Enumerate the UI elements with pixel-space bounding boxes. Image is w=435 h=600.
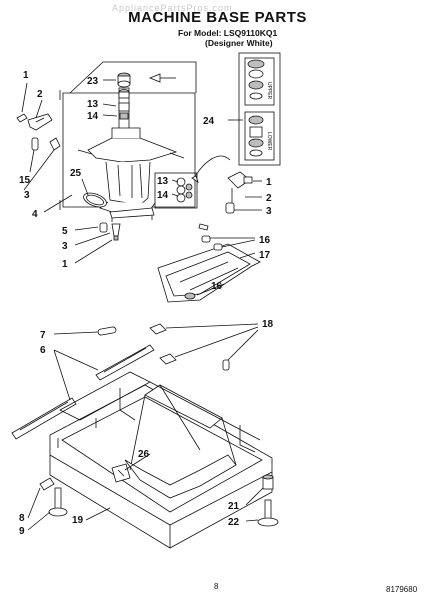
callout-13-top: 13 (87, 99, 99, 110)
callout-18: 18 (262, 319, 274, 330)
callout-16-top: 16 (259, 235, 271, 246)
callout-9: 9 (19, 526, 25, 537)
callout-19: 19 (72, 515, 84, 526)
callout-3-low: 3 (62, 241, 68, 252)
callout-14-mid: 14 (157, 190, 169, 201)
callout-15: 15 (19, 175, 31, 186)
callout-21: 21 (228, 501, 240, 512)
rails (11, 326, 155, 440)
callout-8: 8 (19, 513, 25, 524)
lower-left-small-parts (99, 222, 121, 241)
callout-23: 23 (87, 76, 99, 87)
callout-1-right: 1 (266, 177, 272, 188)
leveling-legs (39, 474, 279, 527)
doc-number: 8179680 (386, 585, 418, 594)
callout-16-mid: 16 (211, 281, 223, 292)
callout-5: 5 (62, 226, 68, 237)
callout-4: 4 (32, 209, 38, 220)
watermark: AppliancePartsPros.com (112, 3, 233, 13)
color-line: (Designer White) (205, 38, 273, 48)
right-link-parts (191, 155, 253, 214)
clips-18 (149, 323, 230, 371)
callout-22: 22 (228, 517, 240, 528)
platform-bracket (157, 223, 261, 303)
leader-lines (21, 73, 264, 531)
model-line: For Model: LSQ9110KQ1 (178, 28, 278, 38)
left-bracket-parts (16, 113, 61, 151)
bearing-inset-box (154, 172, 198, 209)
callout-24: 24 (203, 116, 215, 127)
transmission-assembly (59, 61, 197, 222)
callout-2-top: 2 (37, 89, 43, 100)
callout-2-right: 2 (266, 193, 272, 204)
upper-label: UPPER (266, 82, 272, 100)
callout-17: 17 (259, 250, 271, 261)
callout-1-top: 1 (23, 70, 29, 81)
clip-26 (111, 463, 131, 483)
callout-1-low: 1 (62, 259, 68, 270)
lower-label: LOWER (266, 132, 272, 151)
callout-6: 6 (40, 345, 46, 356)
callout-25: 25 (70, 168, 82, 179)
page-title: MACHINE BASE PARTS (128, 9, 307, 26)
callout-numbers: 1 2 15 3 4 23 13 14 25 24 13 14 1 2 3 5 … (19, 70, 274, 537)
page-number: 8 (214, 582, 219, 591)
callout-3-right: 3 (266, 206, 272, 217)
seal-kit-inset: UPPER LOWER (238, 52, 281, 166)
callout-26: 26 (138, 449, 150, 460)
callout-14-top: 14 (87, 111, 99, 122)
machine-base-frame (49, 371, 273, 549)
callout-3-left: 3 (24, 190, 30, 201)
callout-7: 7 (40, 330, 46, 341)
callout-13-mid: 13 (157, 176, 169, 187)
